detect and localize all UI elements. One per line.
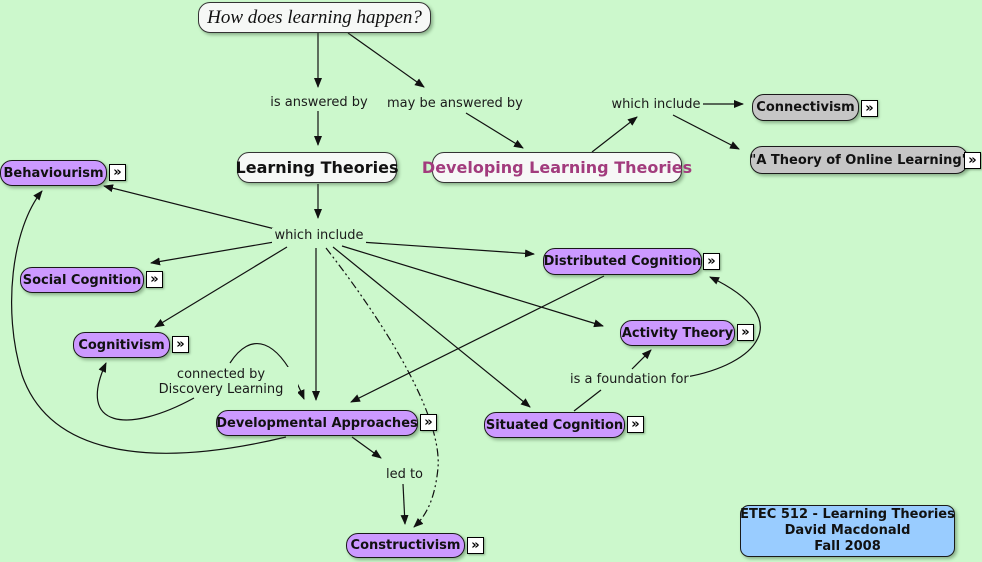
node-cognitivism[interactable]: Cognitivism (73, 332, 170, 358)
link-label-led-to: led to (380, 467, 429, 482)
link-label-connected-by-line1: connected by (176, 367, 266, 382)
node-distributed-cognition[interactable]: Distributed Cognition (543, 248, 702, 275)
resource-link-icon[interactable]: » (737, 324, 754, 341)
node-behaviourism[interactable]: Behaviourism (0, 160, 107, 186)
link-label-is-a-foundation-for: is a foundation for (568, 372, 690, 387)
credit-line-course: ETEC 512 - Learning Theories (740, 507, 955, 522)
node-developing-learning-theories[interactable]: Developing Learning Theories (422, 152, 692, 183)
resource-link-icon[interactable]: » (703, 253, 720, 270)
link-label-which-include-top: which include (609, 97, 703, 112)
resource-link-icon[interactable]: » (420, 414, 437, 431)
resource-link-icon[interactable]: » (627, 416, 644, 433)
resource-link-icon[interactable]: » (467, 537, 484, 554)
link-label-which-include-mid: which include (272, 228, 366, 243)
node-learning-theories[interactable]: Learning Theories (236, 152, 398, 183)
credit-line-author: David Macdonald (784, 523, 911, 538)
node-activity-theory[interactable]: Activity Theory (620, 320, 735, 346)
credit-box: ETEC 512 - Learning Theories David Macdo… (740, 505, 955, 557)
credit-line-term: Fall 2008 (814, 539, 881, 554)
node-social-cognition[interactable]: Social Cognition (20, 267, 144, 293)
resource-link-icon[interactable]: » (964, 152, 981, 169)
credit-text: ETEC 512 - Learning Theories David Macdo… (740, 507, 955, 555)
link-label-may-be-answered-by: may be answered by (385, 96, 523, 111)
node-question[interactable]: How does learning happen? (198, 2, 431, 33)
node-online-learning[interactable]: "A Theory of Online Learning" (750, 146, 968, 174)
node-situated-cognition[interactable]: Situated Cognition (484, 412, 625, 438)
resource-link-icon[interactable]: » (861, 100, 878, 117)
node-developmental-approaches[interactable]: Developmental Approaches (216, 410, 418, 436)
resource-link-icon[interactable]: » (109, 164, 126, 181)
node-connectivism[interactable]: Connectivism (752, 94, 859, 121)
resource-link-icon[interactable]: » (172, 336, 189, 353)
resource-link-icon[interactable]: » (146, 271, 163, 288)
node-constructivism[interactable]: Constructivism (346, 533, 465, 558)
link-label-is-answered-by: is answered by (262, 95, 376, 110)
link-label-connected-by-line2: Discovery Learning (158, 382, 284, 397)
link-label-connected-by: connected by Discovery Learning (144, 367, 298, 397)
